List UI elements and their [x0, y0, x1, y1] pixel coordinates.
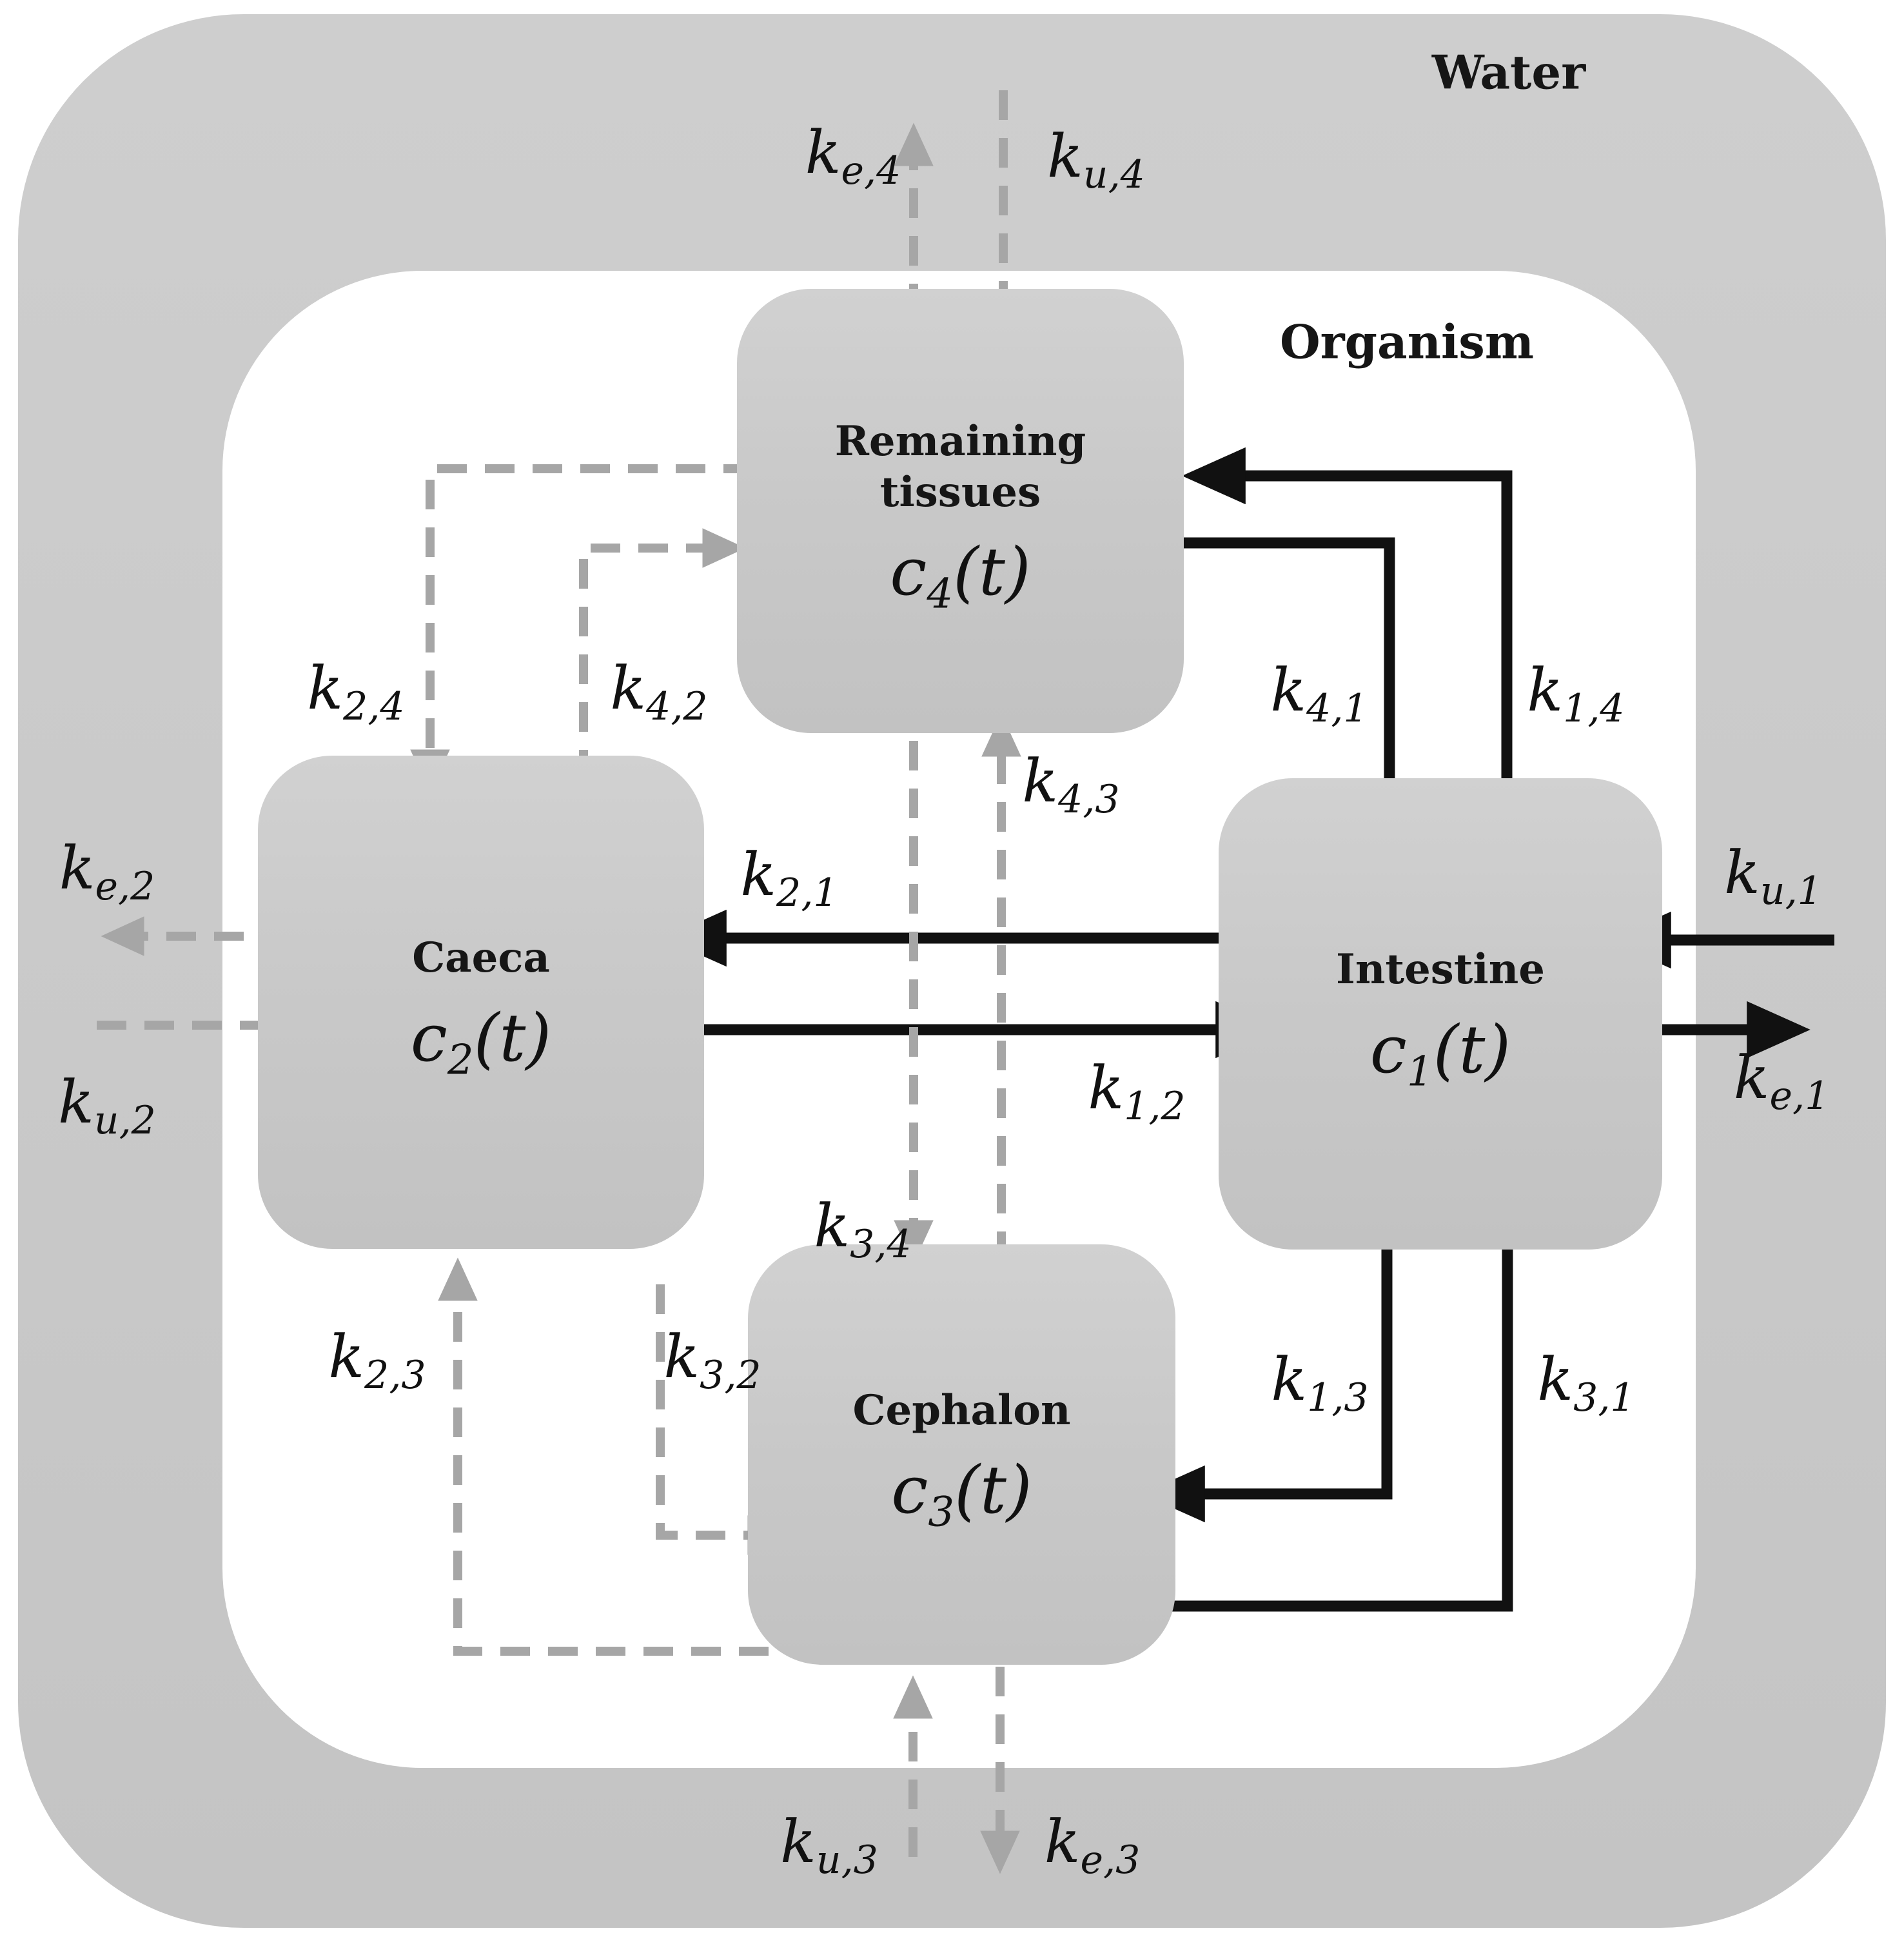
- rate-label-k43: k4,3: [1022, 747, 1120, 822]
- arrow-cephalon-to-intestine: [1154, 1182, 1536, 1612]
- caeca-title: Caeca: [412, 934, 550, 983]
- rate-label-k23: k2,3: [328, 1322, 426, 1398]
- intestine-title: Intestine: [1336, 945, 1545, 994]
- rate-label-k12: k1,2: [1088, 1054, 1186, 1129]
- rate-label-k14: k1,4: [1527, 656, 1625, 731]
- rate-label-k31: k3,1: [1537, 1345, 1635, 1420]
- rate-label-k24: k2,4: [307, 654, 405, 729]
- remaining-tissues-title-line1: Remaining: [834, 417, 1086, 466]
- arrow-remaining-to-intestine: [1151, 537, 1418, 865]
- rate-label-ke1: ke,1: [1733, 1043, 1830, 1119]
- arrow-intestine-to-remaining: [1182, 447, 1513, 870]
- remaining-tissues-title-line2: tissues: [879, 467, 1041, 516]
- rate-label-ku2: ku,2: [58, 1068, 156, 1143]
- rate-label-k21: k2,1: [740, 840, 838, 916]
- cephalon-title: Cephalon: [852, 1386, 1071, 1435]
- rate-label-ke4: ke,4: [805, 118, 901, 193]
- rate-label-ku1: ku,1: [1724, 838, 1822, 914]
- arrow-caeca-to-remaining: [579, 528, 746, 827]
- compartment-cephalon: Cephalon c3(t): [748, 1244, 1175, 1665]
- compartment-intestine: Intestine c1(t): [1219, 778, 1662, 1250]
- rate-label-ku4: ku,4: [1047, 122, 1145, 197]
- arrow-remaining-to-caeca: [410, 464, 753, 793]
- rate-label-ku3: ku,3: [780, 1807, 878, 1883]
- organism-label: Organism: [1279, 314, 1535, 369]
- remaining-tissues-concentration: c4(t): [890, 533, 1031, 618]
- water-label: Water: [1431, 44, 1586, 100]
- rate-label-k42: k4,2: [610, 654, 708, 729]
- rate-label-ke3: ke,3: [1044, 1807, 1141, 1883]
- rate-label-k41: k4,1: [1270, 656, 1368, 731]
- rate-label-k32: k3,2: [663, 1322, 761, 1398]
- compartment-caeca: Caeca c2(t): [258, 756, 704, 1249]
- rate-label-k13: k1,3: [1271, 1345, 1369, 1420]
- rate-label-k34: k3,4: [814, 1192, 912, 1267]
- arrow-intestine-to-cephalon: [1141, 1183, 1393, 1523]
- cephalon-concentration: c3(t): [891, 1452, 1032, 1536]
- compartment-remaining-tissues: Remaining tissues c4(t): [737, 289, 1184, 733]
- arrow-caeca-to-cephalon: [656, 1284, 791, 1555]
- intestine-concentration: c1(t): [1369, 1011, 1511, 1095]
- caeca-concentration: c2(t): [410, 999, 552, 1084]
- arrow-cephalon-to-caeca: [438, 1257, 769, 1656]
- rate-label-ke2: ke,2: [59, 834, 155, 909]
